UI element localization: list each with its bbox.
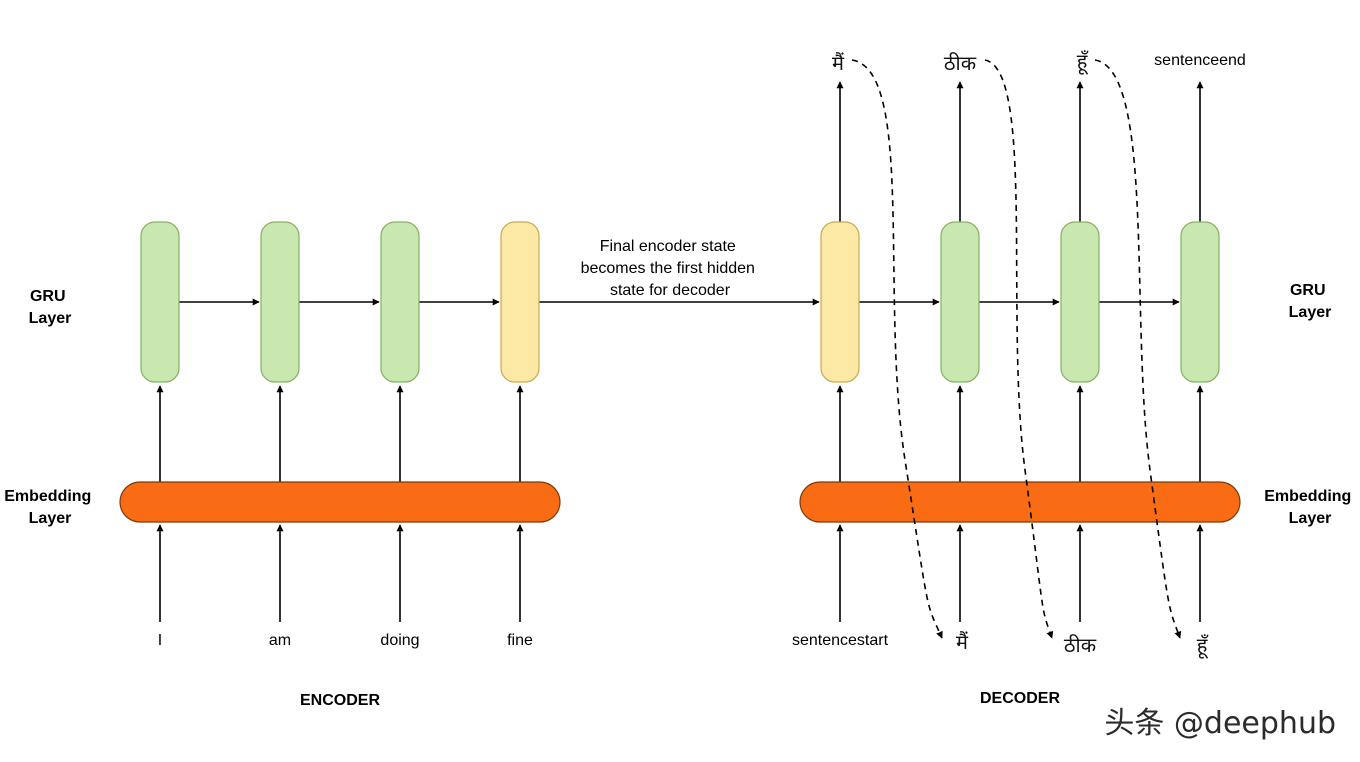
decoder-output-4: sentenceend	[1154, 52, 1246, 69]
feedback-curve-2	[984, 59, 1054, 639]
encoder-gru-cell-3	[380, 221, 420, 383]
decoder-title: DECODER	[980, 690, 1060, 707]
encoder-gru-cells	[140, 221, 540, 383]
feedback-curve-1	[851, 59, 943, 639]
arrows	[156, 81, 1204, 622]
decoder-gru-cells	[820, 221, 1220, 383]
decoder-input-1: sentencestart	[792, 632, 889, 649]
embedding-layer-label-right: Embedding Layer	[1264, 488, 1356, 527]
gru-layer-label-right: GRU Layer	[1289, 282, 1332, 321]
encoder-title: ENCODER	[300, 692, 380, 709]
decoder-output-2: ठीक	[944, 51, 977, 75]
encoder-input-2: am	[269, 632, 291, 649]
encoder-input-1: I	[158, 632, 162, 649]
encoder-embedding-layer	[119, 481, 561, 523]
gru-layer-label-left: GRU Layer	[29, 288, 72, 327]
encoder-gru-cell-2	[260, 221, 300, 383]
feedback-curves	[851, 59, 1182, 639]
encoder-input-4: fine	[507, 632, 533, 649]
decoder-input-4: हूँ	[1197, 633, 1209, 659]
decoder-gru-cell-2	[940, 221, 980, 383]
decoder-input-3: ठीक	[1064, 633, 1097, 657]
decoder-output-3: हूँ	[1077, 49, 1089, 75]
watermark: 头条 @deephub	[1104, 706, 1336, 741]
embedding-layer-label-left: Embedding Layer	[4, 488, 96, 527]
decoder-input-2: मैं	[956, 630, 969, 654]
final-state-annotation: Final encoder state becomes the first hi…	[581, 238, 760, 299]
decoder-gru-cell-4	[1180, 221, 1220, 383]
feedback-curve-3	[1094, 59, 1182, 639]
encoder-gru-cell-1	[140, 221, 180, 383]
encoder-input-3: doing	[380, 632, 419, 649]
encoder-gru-cell-4	[500, 221, 540, 383]
decoder-embedding-layer	[799, 481, 1241, 523]
decoder-gru-cell-3	[1060, 221, 1100, 383]
decoder-gru-cell-1	[820, 221, 860, 383]
decoder-output-1: मैं	[832, 51, 845, 75]
